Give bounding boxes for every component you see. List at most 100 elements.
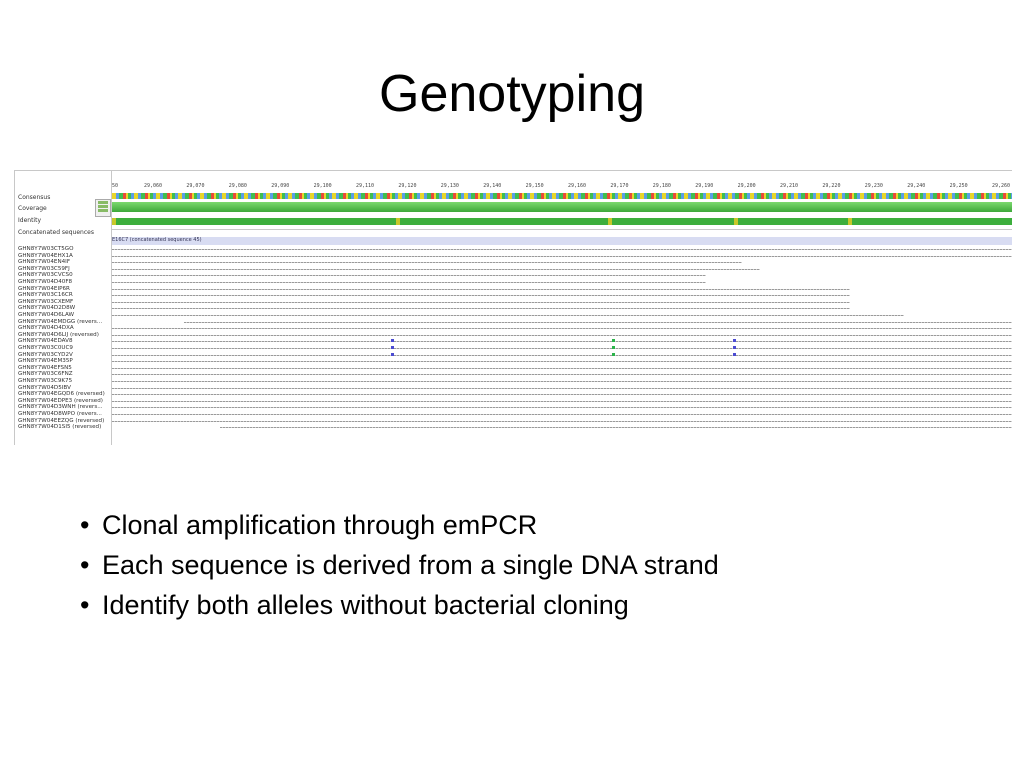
sequence-name[interactable]: GHN8Y7W04D2D8W [18,305,76,312]
sequence-name[interactable]: GHN8Y7W04EIP6R [18,285,70,292]
identity-label: Identity [18,217,41,224]
sequence-name[interactable]: GHN8Y7W04EEZQG (reversed) [18,417,105,424]
ruler-tick: 29,230 [864,183,883,189]
ruler-tick: 29,060 [144,183,163,189]
snp-marker [391,339,394,343]
sequence-name[interactable]: GHN8Y7W04D8WPO (revers... [18,411,102,417]
sequence-row [112,372,1012,376]
coverage-track [112,202,1012,212]
sequence-row [112,379,1012,382]
sequence-row [112,320,1012,323]
ruler-tick: 29,130 [440,183,459,189]
ruler-tick: 29,190 [695,183,714,189]
sequence-name[interactable]: GHN8Y7W04EMDGG (revers... [18,318,103,325]
sequence-read [112,367,1012,369]
sequence-read [112,334,1012,336]
ruler-tick: 29,210 [780,183,799,189]
sequence-read [112,414,1012,415]
sequence-row [112,313,1012,316]
sequence-read [112,328,1012,330]
sequence-name[interactable]: GHN8Y7W04D1SI5 (reversed) [18,424,102,431]
ruler-tick: 29,250 [949,183,968,189]
ruler-tick: 29,170 [610,183,629,189]
sequence-name[interactable]: GHN8Y7W04D6LAW [18,312,75,318]
sequence-name[interactable]: GHN8Y7W03CT5GO [18,246,74,252]
sequence-read [112,400,1012,402]
sequence-read [220,427,1012,429]
track-settings-control[interactable] [95,199,111,217]
track-separator [112,229,1012,230]
sequence-name[interactable]: GHN8Y7W03C0UC9 [18,345,73,351]
sequence-read [112,275,706,277]
identity-track [112,218,1012,225]
ruler-tick: 29,240 [907,183,926,189]
sequence-row [112,399,1012,402]
sequence-name[interactable]: GHN8Y7W03C9K75 [18,378,73,384]
sequence-name[interactable]: GHN8Y7W03CYD2V [18,351,73,358]
sequence-row [112,280,1012,283]
sequence-name[interactable]: GHN8Y7W04D6LIJ (reversed) [18,331,99,338]
sequence-name[interactable]: GHN8Y7W04D5IBV [18,384,71,391]
bullet-item: •Each sequence is derived from a single … [80,550,719,580]
bullet-list: •Clonal amplification through emPCR •Eac… [80,505,719,625]
sequence-row [112,346,1012,349]
sequence-row [112,254,1012,257]
sequence-read [112,407,1012,409]
sequence-names-panel: Consensus Coverage Identity Concatenated… [15,171,112,445]
identity-mismatch-mark [112,218,116,225]
consensus-track [112,193,1012,199]
sequence-row [112,306,1012,310]
sequence-name[interactable]: GHN8Y7W04EDAV8 [18,338,73,345]
bullet-item: •Identify both alleles without bacterial… [80,590,629,620]
sequence-row [112,412,1012,415]
sequence-name[interactable]: GHN8Y7W03CVCS0 [18,272,73,279]
ruler-tick: 29,090 [271,183,290,189]
sequence-name[interactable]: GHN8Y7W03C59FJ [18,265,70,272]
sequence-read [112,249,1012,250]
sequence-name[interactable]: GHN8Y7W04D4DXA [18,325,74,332]
sequence-name[interactable]: GHN8Y7W04EHX1A [18,252,73,259]
bullet-item: •Clonal amplification through emPCR [80,510,538,540]
sequence-row [112,366,1012,369]
snp-marker [733,346,736,349]
sequence-name[interactable]: GHN8Y7W03CXEMF [18,298,74,305]
sequence-read [184,321,1012,323]
sequence-read [112,255,1012,257]
reference-label: E16C7 (concatenated sequence 45) [112,237,202,243]
sequence-row [112,352,1012,356]
sequence-name[interactable]: GHN8Y7W04D40F8 [18,279,73,285]
sequence-row [112,419,1012,422]
sequence-row [112,425,1012,429]
sequence-name[interactable]: GHN8Y7W04EGQD6 (reversed) [18,391,105,398]
sequence-name[interactable]: GHN8Y7W04EFSN5 [18,364,72,371]
ruler-tick: 29,180 [652,183,671,189]
snp-marker [733,352,736,356]
sequence-name[interactable]: GHN8Y7W03C6FNZ [18,371,73,378]
sequence-row [112,359,1012,363]
snp-marker [611,339,615,343]
sequence-name[interactable]: GHN8Y7W04D3WNH (revers... [18,404,103,411]
snp-marker [611,352,615,356]
sequence-row [112,405,1012,409]
concatenated-label: Concatenated sequences [18,229,94,236]
sequence-row [112,386,1012,389]
ruler-tick: 29,070 [186,183,205,189]
sequence-name[interactable]: GHN8Y7W03C16CR [18,292,73,299]
sequence-name[interactable]: GHN8Y7W04EN4IF [18,259,71,266]
sequence-read [112,374,1012,376]
sequence-read [112,315,904,316]
ruler-tick: 29,260 [992,183,1011,189]
sequence-row [112,392,1012,396]
ruler-tick: 29,110 [356,183,375,189]
sequence-name[interactable]: GHN8Y7W04EDPE3 (reversed) [18,397,103,404]
sequence-row [112,339,1012,343]
sequence-read [112,308,850,310]
sequence-read [112,381,1012,382]
snp-marker [391,352,394,356]
alignment-viewer: Consensus Coverage Identity Concatenated… [14,170,1012,445]
sequence-name[interactable]: GHN8Y7W04EM35P [18,358,73,365]
consensus-label: Consensus [18,194,51,201]
sequence-read [112,420,1012,422]
